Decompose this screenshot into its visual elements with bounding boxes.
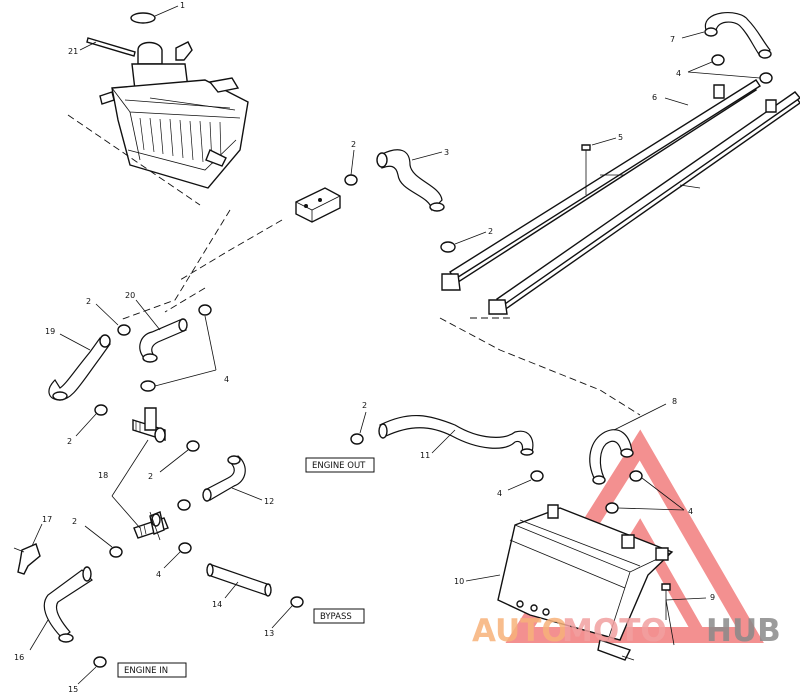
cooler-tubes [441,79,800,315]
svg-text:ENGINE OUT: ENGINE OUT [312,461,366,471]
callout-4-c: 4 [156,570,161,579]
callout-2-c: 2 [86,297,91,306]
callout-13: 13 [264,629,274,638]
callout-2-a: 2 [351,140,356,149]
callout-6: 6 [652,93,657,102]
clamp-2-center [186,440,200,452]
clamp-4-lower [178,542,192,554]
hose-3 [376,149,445,212]
junction-block [295,187,341,223]
callout-17: 17 [42,515,52,524]
clamp-4-center [177,499,191,511]
svg-text:HUB: HUB [706,613,781,649]
hose-12 [202,455,246,502]
watermark-text: AUTO MOTO HUB [472,613,781,649]
svg-text:ENGINE IN: ENGINE IN [124,666,168,676]
clamp-2-right: 2 [350,401,367,445]
bypass-label: BYPASS [313,608,365,624]
clamp-4-top-left [198,304,212,316]
callout-21-group: 21 [68,41,97,56]
clamp-2-left-b: 2 [67,404,108,446]
callout-20: 20 [125,291,135,300]
clamp-13 [290,596,304,608]
callout-12: 12 [264,497,274,506]
callout-8: 8 [672,397,677,406]
engine-in-label: ENGINE IN [117,662,187,678]
clamp-4-tank-b [629,470,643,482]
clamps-4-top: 4 [676,54,773,84]
svg-text:BYPASS: BYPASS [320,612,352,622]
callout-4-b: 4 [224,375,229,384]
hose-14 [206,563,272,597]
clamp-2-left-a: 2 [86,297,131,336]
callout-1: 1 [180,1,185,10]
callout-10: 10 [454,577,464,586]
callout-2-g: 2 [362,401,367,410]
clamp-2-lower [109,546,123,558]
callout-9: 9 [710,593,715,602]
callout-21: 21 [68,47,78,56]
callout-3: 3 [444,148,449,157]
hose-16 [43,566,93,643]
callout-14: 14 [212,600,222,609]
clamp-4-mid-left [140,380,156,392]
hose-20 [139,318,188,363]
callout-2-f: 2 [72,517,77,526]
bolt-5: 5 [581,133,623,195]
svg-text:AUTO: AUTO [472,613,568,649]
clamp-4-tank-c [605,502,619,514]
callout-1-group: 1 [154,1,185,17]
clamp-4-tank-a [530,470,544,482]
tee-fitting-upper [132,407,166,443]
callout-7: 7 [670,35,675,44]
callout-2-d: 2 [67,437,72,446]
coolant-reservoir [86,12,249,189]
clamp-2-top: 2 [344,140,358,186]
callout-4-a: 4 [676,69,681,78]
hose-7 [704,12,772,59]
bleeder-17: 17 [13,515,52,575]
callout-15: 15 [68,685,78,694]
callout-11: 11 [420,451,430,460]
callout-4-d: 4 [497,489,502,498]
bolts-9: 9 [621,583,715,661]
callout-2-e: 2 [148,472,153,481]
callout-5: 5 [618,133,623,142]
hose-11 [378,415,534,456]
callout-4-e: 4 [688,507,693,516]
callout-19: 19 [45,327,55,336]
clamp-2-mid: 2 [440,227,493,253]
hose-19 [48,334,111,401]
callout-2-b: 2 [488,227,493,236]
svg-text:MOTO: MOTO [562,613,667,649]
clamp-15 [93,656,107,668]
callout-16: 16 [14,653,24,662]
expansion-tank-10 [497,504,674,661]
hose-8 [589,429,634,485]
callout-18: 18 [98,471,108,480]
engine-out-label: ENGINE OUT [305,457,375,473]
